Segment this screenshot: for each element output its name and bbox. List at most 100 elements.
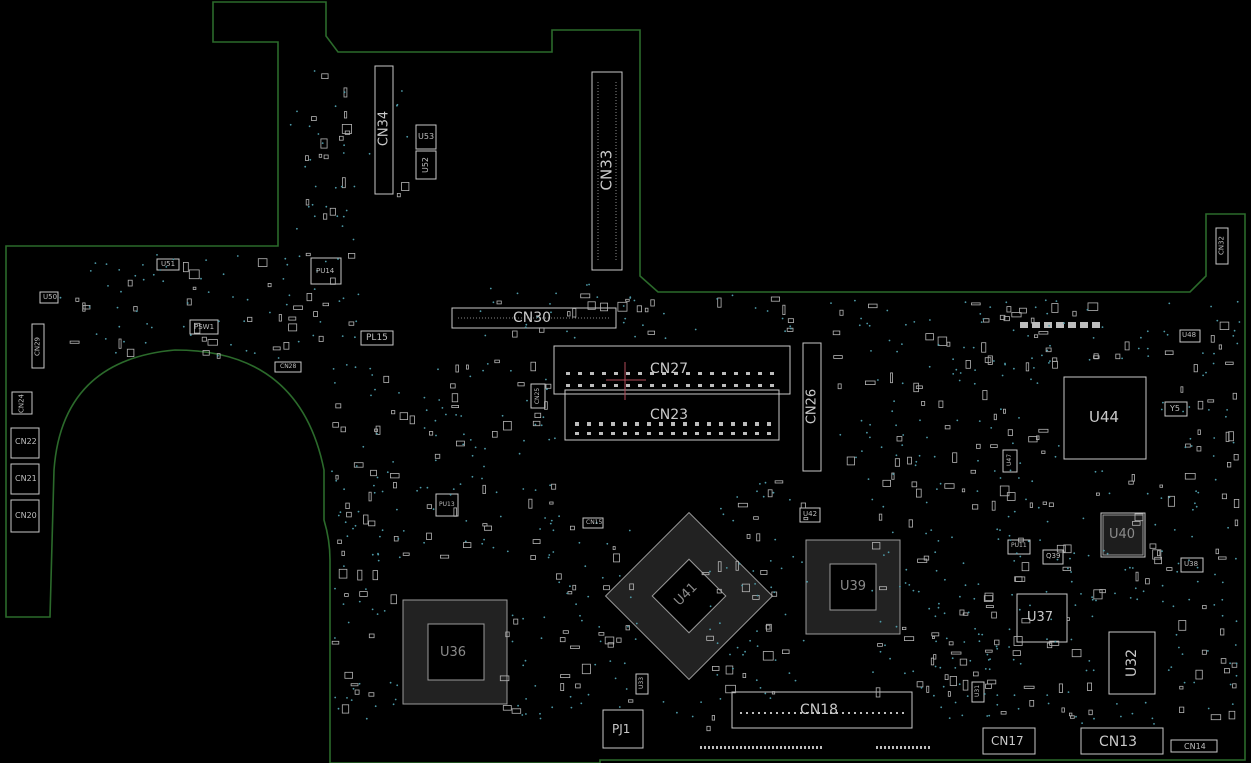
u48-label[interactable]: U48 (1182, 331, 1197, 339)
smd-component (528, 498, 533, 509)
u32-label[interactable]: U32 (1124, 648, 1140, 678)
cn25-label[interactable]: CN25 (534, 387, 541, 405)
via (869, 423, 871, 426)
via (311, 203, 314, 206)
u50-label[interactable]: U50 (43, 293, 58, 301)
via (358, 600, 361, 603)
pl15-label[interactable]: PL15 (366, 333, 388, 343)
cn13-outline (1080, 727, 1164, 755)
via (1012, 442, 1014, 445)
cn27-label[interactable]: CN27 (650, 361, 689, 377)
via (501, 414, 504, 417)
cn32-label[interactable]: CN32 (1217, 235, 1226, 256)
q39-label[interactable]: Q39 (1046, 552, 1061, 560)
via (526, 399, 528, 402)
u44-label[interactable]: U44 (1089, 408, 1120, 426)
via (973, 382, 976, 385)
cn21-label[interactable]: CN21 (15, 474, 37, 483)
u42-label[interactable]: U42 (803, 510, 818, 518)
u53-label[interactable]: U53 (418, 132, 435, 141)
via (1012, 658, 1015, 661)
via (1018, 477, 1020, 479)
u37-label[interactable]: U37 (1027, 610, 1054, 625)
cn24-label[interactable]: CN24 (17, 393, 26, 414)
via (371, 553, 374, 556)
cn20-label[interactable]: CN20 (15, 511, 37, 520)
via (962, 562, 965, 565)
smd-component (396, 192, 401, 198)
smd-component (987, 679, 997, 685)
u52-label[interactable]: U52 (421, 156, 430, 174)
u33-label[interactable]: U33 (638, 676, 645, 690)
cn34-label[interactable]: CN34 (376, 110, 392, 147)
connector-pin (599, 432, 603, 435)
cn23-label[interactable]: CN23 (650, 407, 689, 423)
cn18-label[interactable]: CN18 (800, 702, 839, 718)
via (479, 310, 482, 313)
u40-bga (1102, 514, 1144, 556)
connector-pin (724, 746, 726, 749)
smd-component (753, 516, 759, 520)
connector-pin (764, 712, 766, 714)
cn14-label[interactable]: CN14 (1184, 742, 1206, 751)
cn13-label[interactable]: CN13 (1099, 734, 1138, 750)
cn28-label[interactable]: CN28 (280, 363, 297, 370)
cn30-label[interactable]: CN30 (513, 310, 552, 326)
via (709, 570, 711, 573)
cn15-label[interactable]: CN15 (586, 519, 603, 526)
smd-component (925, 333, 934, 341)
psw1-label[interactable]: PSW1 (194, 323, 215, 331)
via (967, 611, 970, 614)
smd-component (944, 674, 949, 681)
smd-component (1219, 321, 1230, 331)
via (997, 538, 1000, 540)
via (988, 668, 991, 671)
connector-pin (611, 422, 615, 426)
via (983, 693, 986, 695)
cn26-label[interactable]: CN26 (804, 388, 820, 425)
cn22-label[interactable]: CN22 (15, 437, 37, 446)
pu13-label[interactable]: PU13 (439, 501, 455, 508)
cn29-label[interactable]: CN29 (33, 336, 42, 357)
via (1095, 599, 1097, 602)
u51-label[interactable]: U51 (161, 260, 176, 268)
via (629, 596, 632, 599)
via (1056, 558, 1059, 561)
via (107, 285, 109, 287)
smd-component (882, 479, 892, 487)
smd-component (1042, 501, 1047, 505)
via (373, 484, 375, 487)
smd-component (616, 637, 622, 643)
connector-pin (770, 372, 774, 375)
u39-label[interactable]: U39 (840, 579, 867, 594)
connector-pin (824, 712, 826, 714)
smd-component (483, 525, 492, 531)
smd-component (1025, 362, 1030, 372)
u38-label[interactable]: U38 (1184, 560, 1199, 568)
via (872, 671, 874, 673)
via (469, 375, 472, 378)
connector-pin (712, 746, 714, 749)
connector-pin (626, 372, 630, 375)
smd-component (1099, 589, 1106, 594)
cn32-outline (1215, 227, 1229, 265)
via (558, 515, 560, 518)
pu11-label[interactable]: PU11 (1011, 542, 1027, 549)
via (396, 684, 399, 687)
pj1-label[interactable]: PJ1 (612, 722, 631, 736)
cn17-label[interactable]: CN17 (991, 734, 1024, 748)
u40-label[interactable]: U40 (1109, 527, 1136, 542)
y5-label[interactable]: Y5 (1170, 404, 1180, 413)
via (1154, 523, 1157, 526)
via (548, 438, 551, 441)
via (573, 336, 576, 339)
u47-label[interactable]: U47 (1006, 453, 1013, 467)
u31-label[interactable]: U31 (974, 684, 981, 698)
via (716, 642, 719, 645)
pu14-label[interactable]: PU14 (316, 267, 335, 275)
connector-pin (748, 746, 750, 749)
u36-label[interactable]: U36 (440, 645, 467, 660)
cn33-label[interactable]: CN33 (597, 149, 616, 191)
via (398, 556, 401, 559)
via (144, 341, 147, 344)
